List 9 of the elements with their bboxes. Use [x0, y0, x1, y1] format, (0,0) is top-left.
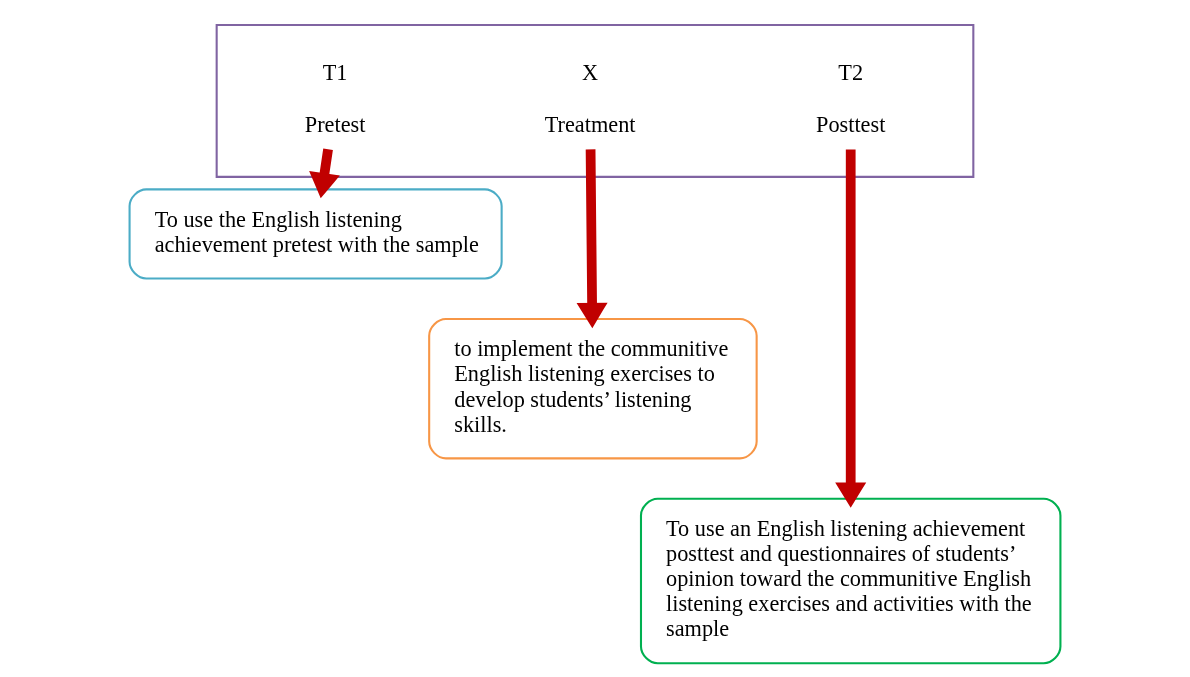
node-box: to implement the communitive English listening exercises to develop students’ listening skills.	[428, 317, 758, 460]
node-text: T1 Pretest	[304, 60, 366, 137]
arrow	[309, 148, 340, 199]
arrow	[835, 149, 867, 508]
node-box: To use the English listening achievement pretest with the sample	[128, 188, 503, 280]
node-box: To use an English listening achievement posttest and questionnaires of students’ opinion toward the communitive English listening exercises and activities with the sample	[639, 497, 1062, 665]
node-text: X Treatment	[544, 60, 636, 137]
node-text: T2 Posttest	[816, 60, 886, 137]
arrow	[576, 149, 608, 329]
